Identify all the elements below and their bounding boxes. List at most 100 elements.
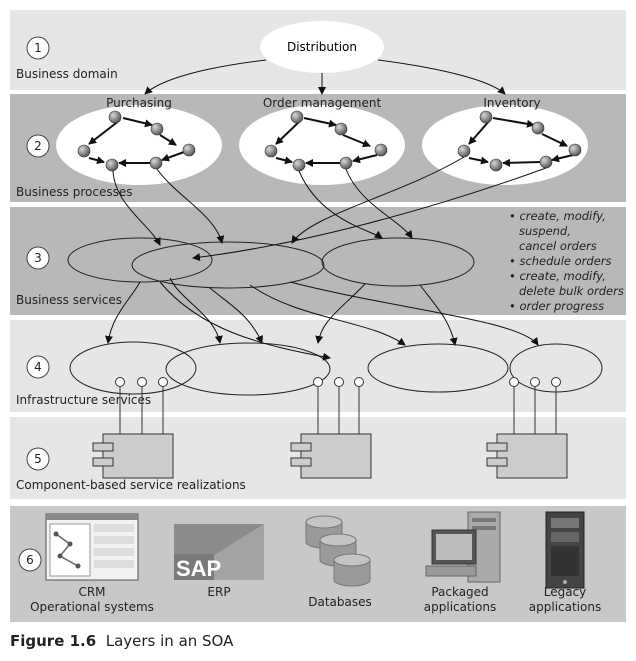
layer-number-circle (26, 447, 50, 471)
sap-logo-icon: SAP (174, 524, 264, 581)
process-node (77, 144, 91, 158)
interface-lollipop (115, 377, 125, 387)
service-to-infra-arrow (169, 277, 223, 344)
flow-arrow (551, 154, 574, 163)
process-node (339, 156, 353, 170)
process-ellipse-purchasing (56, 105, 222, 185)
process-label: Order management (263, 96, 382, 110)
system-label: CRM (78, 585, 105, 599)
flow-arrow (468, 119, 491, 145)
process-ellipse-order-management (239, 105, 405, 185)
layer-number-circle (26, 36, 50, 60)
process-node (457, 144, 471, 158)
layer-number-circle (26, 246, 50, 270)
infrastructure-service-ellipse (69, 341, 197, 395)
process-node (290, 110, 304, 124)
interface-lollipop (551, 377, 561, 387)
process-to-service-arrow (298, 170, 383, 239)
flow-arrow (122, 117, 153, 128)
flow-arrow (342, 134, 371, 148)
interface-lollipop (313, 377, 323, 387)
process-label: Purchasing (106, 96, 172, 110)
sap-logo-text: SAP (176, 556, 221, 581)
process-node (182, 143, 196, 157)
service-to-infra-arrow (289, 281, 539, 346)
interface-lollipop (354, 377, 364, 387)
process-label: Inventory (483, 96, 540, 110)
process-node (149, 156, 163, 170)
layer-label: Component-based service realizations (16, 478, 246, 492)
layer-number: 3 (34, 251, 42, 265)
system-label: Packaged (431, 585, 488, 599)
layer-label: Infrastructure services (16, 393, 151, 407)
interface-lollipop (530, 377, 540, 387)
process-node (150, 122, 164, 136)
service-bullet-line: cancel orders (519, 239, 597, 253)
flow-arrow (352, 154, 378, 164)
process-node (489, 158, 503, 172)
process-node (539, 155, 553, 169)
service-to-infra-arrow (249, 284, 406, 346)
service-bullet: • schedule orders (509, 254, 612, 268)
service-to-infra-arrow (419, 284, 458, 346)
interface-lollipop (334, 377, 344, 387)
process-node (531, 121, 545, 135)
layer-label: Business processes (16, 185, 132, 199)
process-node (479, 110, 493, 124)
business-service-ellipse (131, 241, 325, 289)
distribution-label: Distribution (287, 40, 357, 54)
flow-arrow (303, 117, 337, 128)
component-icon (290, 433, 372, 479)
service-to-infra-arrow (209, 287, 263, 344)
process-node (292, 158, 306, 172)
system-label: Operational systems (30, 600, 154, 614)
service-to-infra-arrow (105, 281, 141, 344)
service-bullet-line: suspend, (519, 224, 571, 238)
layer-band-3 (10, 207, 626, 315)
layer-label: Business services (16, 293, 122, 307)
service-to-infra-arrow (315, 283, 366, 344)
flow-arrow (502, 158, 541, 167)
layer-number-circle (26, 355, 50, 379)
distribution-node (260, 21, 384, 73)
flow-arrow (161, 151, 185, 162)
domain-to-purchasing-arrow (144, 59, 267, 95)
process-node (108, 110, 122, 124)
layer-number: 6 (26, 553, 34, 567)
interface-lollipop (509, 377, 519, 387)
flow-arrow (88, 156, 105, 165)
system-label: applications (424, 600, 496, 614)
service-bullet: • create, modify, (509, 269, 606, 283)
process-node (334, 122, 348, 136)
process-node (264, 144, 278, 158)
layer-number: 5 (34, 452, 42, 466)
layer-number: 4 (34, 360, 42, 374)
service-bullet: • create, modify, (509, 209, 606, 223)
process-to-service-arrow (291, 156, 465, 244)
layer-number: 1 (34, 41, 42, 55)
process-to-service-arrow (156, 168, 225, 244)
layer-label: Business domain (16, 67, 118, 81)
interface-lollipop (158, 377, 168, 387)
flow-arrow (492, 117, 535, 128)
layer-number: 2 (34, 139, 42, 153)
flow-arrow (541, 133, 568, 147)
business-service-ellipse (321, 237, 475, 287)
flow-arrow (275, 119, 302, 145)
component-icon (92, 433, 174, 479)
service-bullet: • order progress (509, 299, 604, 313)
crm-screenshot-icon (45, 513, 139, 581)
process-node (374, 143, 388, 157)
process-to-service-arrow (192, 167, 547, 262)
layer-number-circle (18, 548, 42, 572)
service-to-infra-arrow (159, 281, 331, 361)
system-label: ERP (207, 585, 230, 599)
flow-arrow (468, 156, 489, 165)
infrastructure-service-ellipse (165, 342, 331, 396)
service-bullet-line: delete bulk orders (519, 284, 624, 298)
interface-lollipop (137, 377, 147, 387)
domain-to-inventory-arrow (377, 59, 506, 95)
flow-arrow (275, 156, 293, 165)
